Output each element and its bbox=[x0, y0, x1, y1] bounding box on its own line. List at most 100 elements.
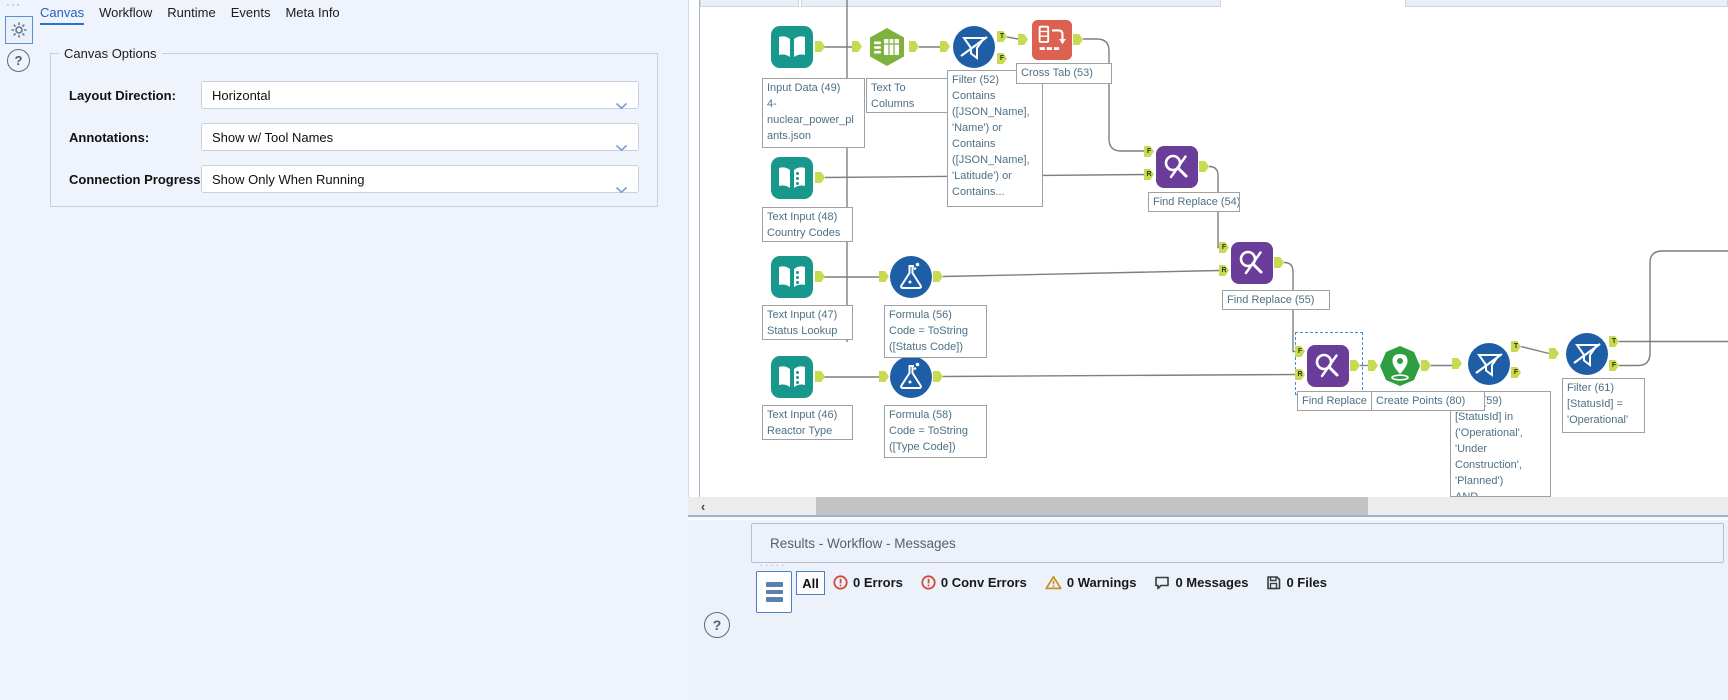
filter-messages-button[interactable]: 0 Messages bbox=[1154, 575, 1248, 590]
annotation-formula-56[interactable]: Formula (56) Code = ToString ([Status Co… bbox=[884, 305, 987, 358]
output-anchor-false[interactable]: F bbox=[1511, 367, 1521, 378]
annotation-cross-tab-53[interactable]: Cross Tab (53) bbox=[1016, 63, 1112, 84]
output-anchor[interactable] bbox=[1199, 161, 1209, 172]
filter-errors-button[interactable]: 0 Errors bbox=[833, 575, 903, 590]
tool-find-replace-54[interactable] bbox=[1156, 146, 1198, 193]
annotation-filter-61[interactable]: Filter (61) [StatusId] = 'Operational' bbox=[1562, 378, 1645, 433]
tab-events[interactable]: Events bbox=[230, 5, 271, 20]
text-input-icon bbox=[771, 256, 813, 298]
annotation-find-replace-57[interactable]: Find Replace bbox=[1297, 391, 1373, 411]
input-anchor-replace[interactable]: R bbox=[1144, 169, 1154, 180]
annotation-find-replace-54[interactable]: Find Replace (54) bbox=[1148, 192, 1240, 212]
tool-input-data-49[interactable] bbox=[771, 26, 813, 73]
panel-grip-icon[interactable]: ··· bbox=[6, 0, 21, 11]
anchor-label: T bbox=[1611, 338, 1617, 345]
annotation-create-points-80[interactable]: Create Points (80) bbox=[1371, 391, 1485, 411]
output-anchor-true[interactable]: T bbox=[1511, 341, 1521, 352]
annotation-text-input-48[interactable]: Text Input (48) Country Codes bbox=[762, 207, 853, 242]
input-anchor[interactable] bbox=[940, 41, 950, 52]
input-anchor[interactable] bbox=[1368, 360, 1378, 371]
tab-canvas[interactable]: Canvas bbox=[40, 5, 85, 25]
results-filter-bar: 0 Errors 0 Conv Errors 0 Warnings 0 Mess… bbox=[833, 571, 1327, 593]
filter-files-button[interactable]: 0 Files bbox=[1266, 575, 1327, 590]
output-anchor-false[interactable]: F bbox=[1609, 360, 1619, 371]
annotation-text-input-46[interactable]: Text Input (46) Reactor Type bbox=[762, 405, 853, 440]
tab-workflow[interactable]: Workflow bbox=[99, 5, 153, 20]
input-anchor-find[interactable]: F bbox=[1219, 242, 1229, 253]
output-anchor[interactable] bbox=[815, 371, 825, 382]
tool-cross-tab-53[interactable] bbox=[1032, 20, 1072, 65]
tool-text-to-columns-51[interactable] bbox=[866, 26, 908, 73]
scrollbar-thumb[interactable] bbox=[816, 497, 1368, 515]
annotation-text-to-columns-51[interactable]: Text To Columns (51) bbox=[866, 78, 949, 113]
input-anchor[interactable] bbox=[1452, 358, 1462, 369]
output-anchor-true[interactable]: T bbox=[1609, 336, 1619, 347]
connection-progress-select[interactable]: Show Only When Running bbox=[201, 165, 639, 194]
input-anchor-find[interactable]: F bbox=[1295, 346, 1305, 357]
tool-filter-52[interactable] bbox=[953, 26, 995, 73]
output-anchor[interactable] bbox=[1350, 360, 1360, 371]
annotations-select[interactable]: Show w/ Tool Names bbox=[201, 123, 639, 152]
filter-all-button[interactable]: All bbox=[796, 571, 825, 595]
tool-find-replace-55[interactable] bbox=[1231, 242, 1273, 289]
output-anchor[interactable] bbox=[815, 172, 825, 183]
output-anchor[interactable] bbox=[909, 41, 919, 52]
layout-direction-value: Horizontal bbox=[212, 88, 271, 103]
results-grip-icon[interactable]: ····· bbox=[759, 560, 787, 571]
annotation-input-data-49[interactable]: Input Data (49) 4- nuclear_power_pl ants… bbox=[762, 78, 865, 148]
annotation-text-input-47[interactable]: Text Input (47) Status Lookup bbox=[762, 305, 853, 340]
output-anchor[interactable] bbox=[1274, 257, 1284, 268]
output-anchor[interactable] bbox=[1073, 34, 1083, 45]
help-button[interactable]: ? bbox=[7, 49, 30, 72]
output-anchor[interactable] bbox=[815, 271, 825, 282]
create-points-icon bbox=[1380, 346, 1420, 386]
messages-view-button[interactable] bbox=[756, 571, 792, 613]
annotation-filter-52[interactable]: Filter (52) Contains ([JSON_Name], 'Name… bbox=[947, 70, 1043, 207]
output-anchor[interactable] bbox=[933, 371, 943, 382]
configuration-gear-button[interactable] bbox=[5, 16, 33, 44]
input-anchor-replace[interactable]: R bbox=[1219, 265, 1229, 276]
tool-text-input-48[interactable] bbox=[771, 157, 813, 204]
annotation-formula-58[interactable]: Formula (58) Code = ToString ([Type Code… bbox=[884, 405, 987, 458]
offscreen-annotation-edge bbox=[1405, 0, 1728, 7]
filter-warnings-label: 0 Warnings bbox=[1066, 574, 1137, 590]
message-bubble-icon bbox=[1155, 576, 1170, 589]
filter-conv-errors-button[interactable]: 0 Conv Errors bbox=[921, 575, 1027, 590]
filter-icon bbox=[953, 26, 995, 68]
text-input-icon bbox=[771, 157, 813, 199]
tool-filter-61[interactable] bbox=[1566, 333, 1608, 380]
output-anchor-true[interactable]: T bbox=[997, 31, 1007, 42]
results-splitter[interactable] bbox=[688, 515, 1728, 520]
output-anchor[interactable] bbox=[933, 271, 943, 282]
input-anchor[interactable] bbox=[879, 271, 889, 282]
input-anchor[interactable] bbox=[852, 41, 862, 52]
results-help-button[interactable]: ? bbox=[704, 612, 730, 638]
tool-find-replace-57-selected[interactable] bbox=[1307, 345, 1349, 392]
annotation-find-replace-55[interactable]: Find Replace (55) bbox=[1222, 290, 1330, 310]
scroll-left-arrow-icon[interactable]: ‹ bbox=[700, 498, 706, 514]
filter-warnings-button[interactable]: 0 Warnings bbox=[1045, 574, 1137, 590]
input-anchor-replace[interactable]: R bbox=[1295, 369, 1305, 380]
tool-formula-58[interactable] bbox=[890, 356, 932, 403]
output-anchor[interactable] bbox=[1421, 360, 1431, 371]
output-anchor[interactable] bbox=[815, 41, 825, 52]
input-anchor[interactable] bbox=[879, 371, 889, 382]
input-anchor[interactable] bbox=[1018, 34, 1028, 45]
tool-filter-59[interactable] bbox=[1468, 343, 1510, 390]
tab-runtime[interactable]: Runtime bbox=[167, 5, 216, 20]
layout-direction-select[interactable]: Horizontal bbox=[201, 81, 639, 110]
tool-text-input-47[interactable] bbox=[771, 256, 813, 303]
input-anchor[interactable] bbox=[1549, 348, 1559, 359]
tool-formula-56[interactable] bbox=[890, 256, 932, 303]
filter-icon bbox=[1468, 343, 1510, 385]
offscreen-annotation-edge bbox=[801, 0, 1221, 7]
chevron-down-icon bbox=[615, 92, 628, 120]
anchor-label: F bbox=[1513, 369, 1519, 376]
output-anchor-false[interactable]: F bbox=[997, 53, 1007, 64]
results-header: Results - Workflow - Messages bbox=[751, 523, 1724, 563]
tool-text-input-46[interactable] bbox=[771, 356, 813, 403]
input-anchor-find[interactable]: F bbox=[1144, 146, 1154, 157]
tool-create-points-80[interactable] bbox=[1379, 345, 1421, 392]
tab-meta-info[interactable]: Meta Info bbox=[285, 5, 340, 20]
filter-icon bbox=[1566, 333, 1608, 375]
